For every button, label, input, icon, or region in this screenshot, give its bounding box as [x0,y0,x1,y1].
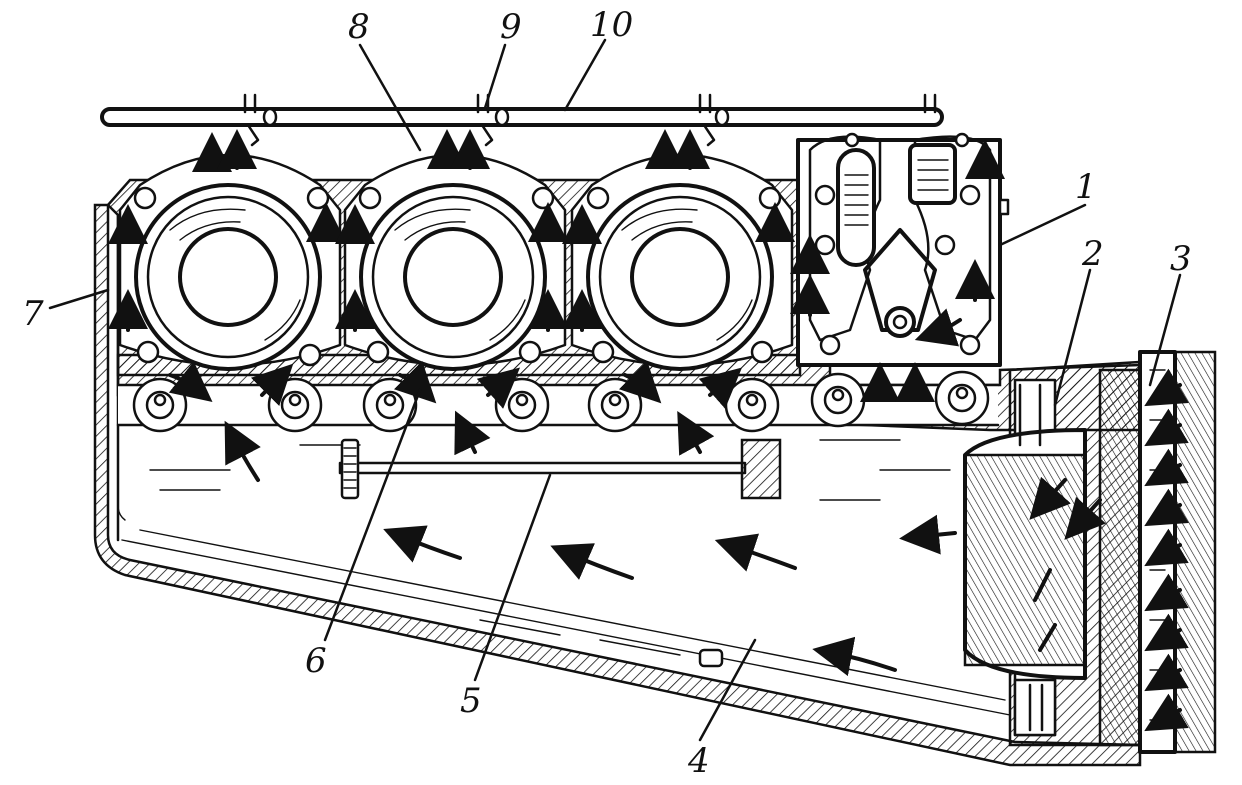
cylinder-3 [570,153,794,371]
callout-4: 4 [687,741,710,781]
flow-arrows [108,129,1189,732]
callout-5: 5 [460,681,482,721]
cylinder-2 [343,153,567,371]
callout-3: 3 [1170,239,1192,279]
callout-9: 9 [500,7,522,47]
callout-7: 7 [22,294,44,334]
callout-1: 1 [1075,167,1097,207]
valve-lifters [132,370,990,433]
callout-labels: 1 2 3 4 5 6 7 8 9 10 [22,5,1192,781]
pump-housing [796,132,1010,367]
oil-pickup-rod [338,438,782,500]
manifold-pipe [100,93,944,147]
callout-10: 10 [590,5,633,45]
leader-lines [48,38,1182,742]
cylinder-block [106,153,802,377]
callout-8: 8 [348,7,370,47]
radiator [1098,350,1217,754]
callout-6: 6 [305,641,327,681]
drain-plug [698,648,724,668]
cylinder-1 [118,153,342,371]
callout-2: 2 [1081,234,1104,274]
